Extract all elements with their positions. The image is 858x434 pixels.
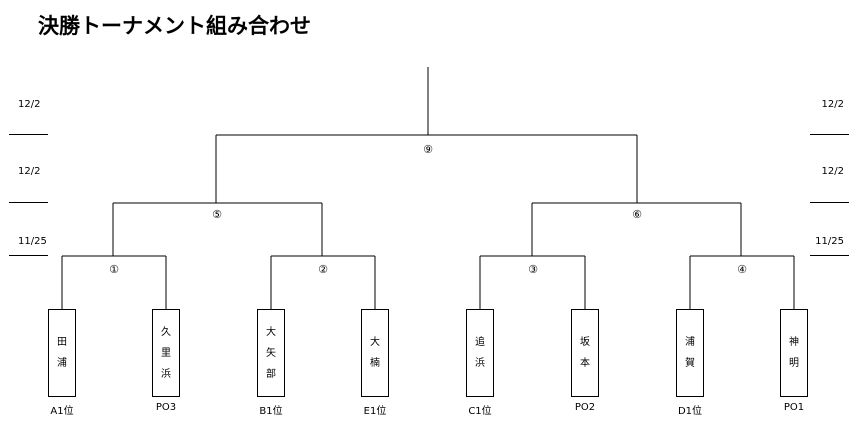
team-char: 神 <box>789 337 799 348</box>
match-number-6: ⑥ <box>632 208 642 221</box>
team-box: 大 矢 部 <box>257 309 285 397</box>
match-number-3: ③ <box>528 263 538 276</box>
match-number-9: ⑨ <box>423 143 433 156</box>
team-box: 追 浜 <box>466 309 494 397</box>
team-char: 浜 <box>475 358 485 369</box>
team-char: 田 <box>57 337 67 348</box>
date-first-round-left: 11/25 <box>18 236 47 247</box>
date-divider <box>810 202 849 203</box>
team-box: 浦 賀 <box>676 309 704 397</box>
date-divider <box>9 255 48 256</box>
team-char: 大 <box>370 337 380 348</box>
seed-label: A1位 <box>50 406 74 417</box>
team-box: 久 里 浜 <box>152 309 180 397</box>
match-number-5: ⑤ <box>212 208 222 221</box>
seed-label: PO1 <box>783 402 805 413</box>
team-char: 明 <box>789 358 799 369</box>
team-box: 神 明 <box>780 309 808 397</box>
team-char: 久 <box>161 326 171 338</box>
date-semifinal-right: 12/2 <box>821 166 844 177</box>
seed-label: E1位 <box>363 406 387 417</box>
team-char: 浦 <box>57 358 67 369</box>
date-semifinal-left: 12/2 <box>18 166 41 177</box>
seed-label: PO3 <box>155 402 177 413</box>
page-title: 決勝トーナメント組み合わせ <box>38 14 311 38</box>
match-number-4: ④ <box>737 263 747 276</box>
team-char: 坂 <box>580 337 590 348</box>
seed-label: D1位 <box>677 406 703 417</box>
team-box: 大 楠 <box>361 309 389 397</box>
date-divider <box>9 202 48 203</box>
match-number-2: ② <box>318 263 328 276</box>
seed-label: C1位 <box>468 406 492 417</box>
team-box: 坂 本 <box>571 309 599 397</box>
team-char: 本 <box>580 358 590 369</box>
seed-label: PO2 <box>574 402 596 413</box>
team-char: 賀 <box>685 358 695 369</box>
match-number-1: ① <box>109 263 119 276</box>
date-divider <box>810 255 849 256</box>
team-char: 里 <box>161 347 171 359</box>
team-char: 部 <box>266 368 276 380</box>
team-char: 矢 <box>266 347 276 359</box>
date-divider <box>810 134 849 135</box>
date-first-round-right: 11/25 <box>815 236 844 247</box>
team-char: 大 <box>266 326 276 338</box>
team-char: 浜 <box>161 368 171 380</box>
date-final-left: 12/2 <box>18 99 41 110</box>
team-char: 楠 <box>370 358 380 369</box>
date-divider <box>9 134 48 135</box>
date-final-right: 12/2 <box>821 99 844 110</box>
seed-label: B1位 <box>259 406 283 417</box>
team-char: 浦 <box>685 337 695 348</box>
team-box: 田 浦 <box>48 309 76 397</box>
team-char: 追 <box>475 337 485 348</box>
